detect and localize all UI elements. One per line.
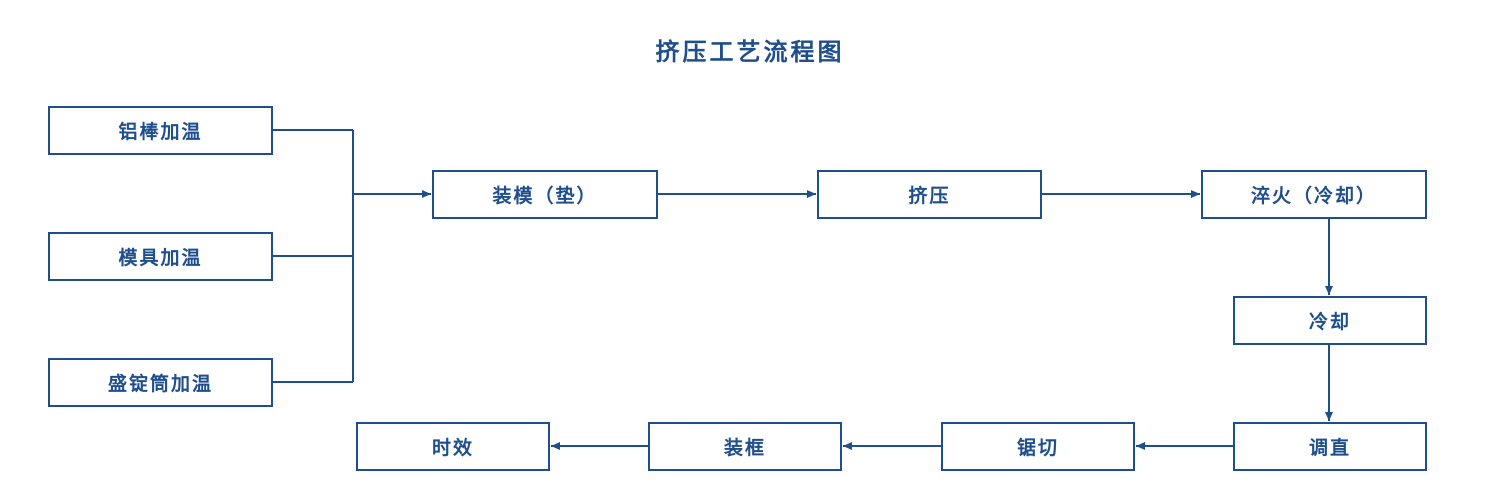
step-aging: 时效 [356,422,550,471]
diagram-title: 挤压工艺流程图 [655,38,845,66]
step-cooling: 冷却 [1233,296,1427,345]
step-mold-heating: 模具加温 [48,232,273,281]
step-aluminum-rod-heating: 铝棒加温 [48,106,273,155]
step-saw-cut: 锯切 [941,422,1135,471]
step-container-heating: 盛锭筒加温 [48,358,273,407]
step-extrusion: 挤压 [817,170,1042,219]
step-frame-loading: 装框 [648,422,842,471]
step-straighten: 调直 [1233,422,1427,471]
merge-connector [273,129,431,383]
step-quench: 淬火（冷却） [1201,170,1427,219]
step-load-die: 装模（垫） [432,170,658,219]
main-flow-connectors [551,190,1333,450]
